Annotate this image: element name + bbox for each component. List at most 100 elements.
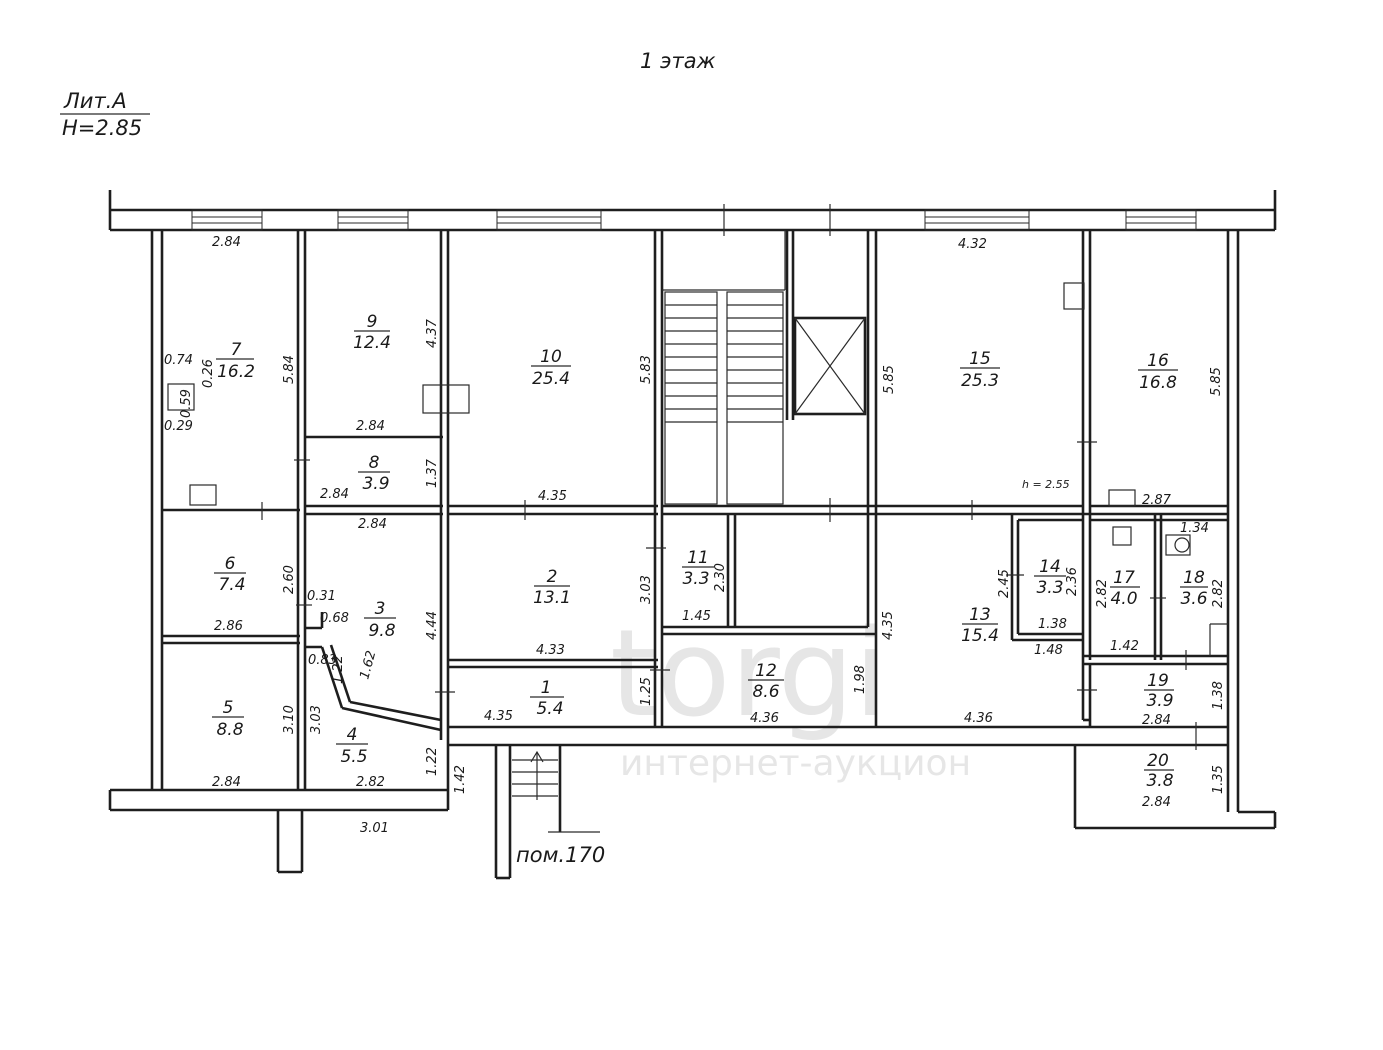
- dim: 4.35: [484, 709, 513, 724]
- svg-text:13: 13: [969, 605, 991, 625]
- dim: 0.31: [307, 589, 336, 604]
- dim: 1.22: [331, 655, 346, 684]
- interior-walls: [162, 230, 1228, 790]
- dim: 0.26: [201, 359, 216, 388]
- svg-text:17: 17: [1113, 568, 1135, 588]
- svg-text:14: 14: [1039, 557, 1061, 577]
- dim: 1.48: [1034, 643, 1063, 658]
- dim: 0.29: [164, 419, 193, 434]
- room-18: 183.6: [1180, 568, 1208, 609]
- svg-text:8.6: 8.6: [752, 682, 779, 702]
- svg-text:16.2: 16.2: [217, 362, 255, 382]
- svg-text:8: 8: [369, 453, 380, 473]
- windows: [191, 209, 1197, 231]
- dim: 4.35: [538, 489, 567, 504]
- room-labels: 15.4 213.1 39.8 45.5 58.8 67.4 716.2 83.…: [212, 312, 1208, 791]
- dim: 2.82: [1211, 579, 1226, 608]
- room-5: 58.8: [212, 698, 244, 740]
- svg-text:8.8: 8.8: [216, 720, 243, 740]
- dim: 1.45: [682, 609, 711, 624]
- dim: 3.10: [282, 705, 297, 734]
- door-marks: [261, 204, 1197, 750]
- dim: 2.45: [997, 569, 1012, 598]
- room-12: 128.6: [748, 661, 784, 702]
- dim: 2.82: [356, 775, 385, 790]
- svg-text:16: 16: [1147, 351, 1169, 371]
- room-7: 716.2: [216, 340, 255, 382]
- svg-text:3.9: 3.9: [362, 474, 389, 494]
- room-17: 174.0: [1110, 568, 1140, 609]
- room-6: 67.4: [214, 554, 246, 595]
- svg-text:5: 5: [223, 698, 234, 718]
- dim: 1.34: [1180, 521, 1209, 536]
- dim: 4.44: [425, 611, 440, 640]
- dim: 4.36: [750, 711, 779, 726]
- room-19: 193.9: [1144, 671, 1174, 711]
- svg-text:3.3: 3.3: [682, 569, 709, 589]
- dim: 1.22: [425, 747, 440, 776]
- room-14: 143.3: [1034, 557, 1066, 598]
- svg-text:7.4: 7.4: [218, 575, 245, 595]
- dim: 2.82: [1095, 579, 1110, 608]
- svg-text:20: 20: [1147, 751, 1169, 771]
- dim: 2.84: [212, 775, 241, 790]
- dim: 4.35: [881, 611, 896, 640]
- floor-title: 1 этаж: [640, 49, 716, 73]
- svg-text:3: 3: [375, 599, 386, 619]
- dim: 2.84: [356, 419, 385, 434]
- room-3: 39.8: [364, 599, 396, 641]
- dim: 1.38: [1211, 681, 1226, 710]
- dim: 1.35: [1211, 765, 1226, 794]
- dim: 2.84: [1142, 795, 1171, 810]
- dim: 2.86: [214, 619, 243, 634]
- svg-text:3.9: 3.9: [1146, 691, 1173, 711]
- svg-text:12: 12: [755, 661, 777, 681]
- dim: 5.85: [1209, 367, 1224, 396]
- svg-text:11: 11: [687, 548, 709, 568]
- svg-text:25.3: 25.3: [961, 371, 999, 391]
- premises-note: пом.170: [516, 843, 605, 867]
- dim: 0.68: [320, 611, 349, 626]
- letter-label: Лит.А: [63, 89, 127, 113]
- fixtures: [167, 282, 1191, 556]
- dim: 0.83: [308, 653, 337, 668]
- svg-text:6: 6: [225, 554, 236, 574]
- dim: 5.85: [882, 365, 897, 394]
- dim: 3.03: [309, 705, 324, 734]
- svg-text:7: 7: [231, 340, 242, 360]
- watermark-sub: интернет-аукцион: [620, 743, 971, 784]
- dim: 1.37: [425, 458, 440, 488]
- svg-text:1: 1: [541, 678, 552, 698]
- svg-text:25.4: 25.4: [532, 369, 570, 389]
- svg-text:3.8: 3.8: [1146, 771, 1173, 791]
- dim: 2.84: [320, 487, 349, 502]
- svg-text:16.8: 16.8: [1139, 373, 1177, 393]
- svg-text:4: 4: [347, 725, 358, 745]
- svg-text:5.4: 5.4: [536, 699, 563, 719]
- dim: 1.42: [453, 765, 468, 794]
- dim: 5.83: [639, 355, 654, 384]
- dim: 1.38: [1038, 617, 1067, 632]
- room-11: 113.3: [682, 548, 714, 589]
- dim: 4.32: [958, 237, 987, 252]
- dim: 1.98: [853, 665, 868, 694]
- ceiling-height-note: h = 2.55: [1022, 478, 1070, 491]
- svg-text:15: 15: [969, 349, 991, 369]
- room-2: 213.1: [533, 567, 571, 608]
- entrance-stair: [512, 750, 558, 800]
- dim: 5.84: [282, 355, 297, 384]
- dim: 2.30: [713, 563, 728, 592]
- dim: 2.84: [358, 517, 387, 532]
- staircase: [664, 291, 784, 505]
- svg-text:4.0: 4.0: [1110, 589, 1137, 609]
- dim: 1.42: [1110, 639, 1139, 654]
- room-9: 912.4: [353, 312, 391, 353]
- svg-text:13.1: 13.1: [533, 588, 571, 608]
- dim: 4.33: [536, 643, 565, 658]
- svg-text:18: 18: [1183, 568, 1205, 588]
